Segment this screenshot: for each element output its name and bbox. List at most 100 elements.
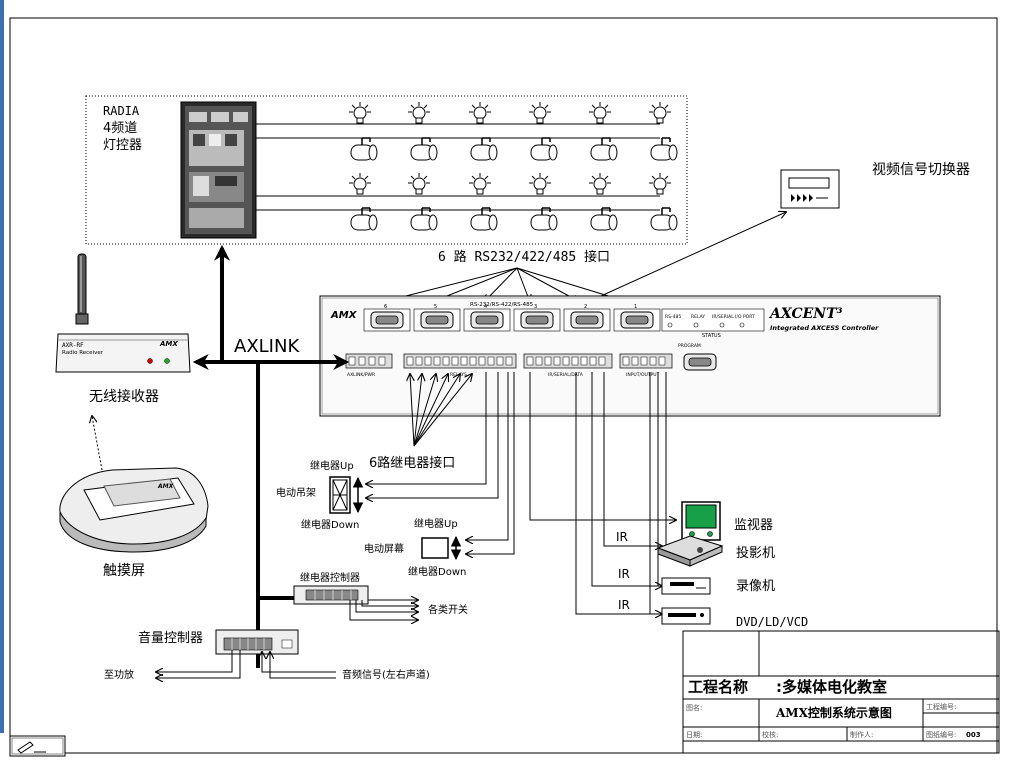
controller-model: AXCENT³ — [768, 306, 843, 322]
relay-interface-label: 6路继电器接口 — [369, 455, 455, 471]
drawing-no-label: 图纸编号: — [926, 730, 956, 739]
ir-label-dvd: IR — [618, 598, 630, 612]
axlink-port-label: AXLINK/PWR — [347, 372, 375, 378]
monitor-wire — [529, 372, 676, 520]
axcent-controller: AMX RS-232/RS-422/RS-485 6 5 4 3 2 1 RS-… — [319, 295, 941, 417]
wireless-link — [92, 416, 103, 471]
radia-channels: 4频道 — [103, 121, 137, 136]
drawing-name-label: 图名: — [686, 703, 702, 712]
drawing-name: AMX控制系统示意图 — [775, 705, 892, 720]
touchpanel-brand: AMX — [157, 483, 174, 490]
touchpanel-caption: 触摸屏 — [103, 563, 145, 579]
rs232-label: 6 路 RS232/422/485 接口 — [438, 249, 610, 265]
port-number-3: 3 — [534, 304, 537, 310]
vcr-wire — [591, 372, 662, 586]
serial-port-icon — [420, 311, 454, 329]
serial-port-icon — [370, 311, 404, 329]
project-label: 工程名称 — [688, 678, 748, 696]
radia-dimmer-device — [180, 101, 257, 239]
monitor-icon — [681, 501, 721, 541]
projector-label: 投影机 — [736, 545, 775, 561]
port-number-5: 5 — [434, 304, 437, 310]
motorized-lift-icon — [329, 476, 351, 514]
axlink-label: AXLINK — [234, 336, 300, 357]
dvd-label: DVD/LD/VCD — [736, 615, 808, 629]
port-number-6: 6 — [384, 304, 387, 310]
ir-port-label: IR/SERIAL/DATA — [548, 372, 584, 378]
screen-name: 电动屏幕 — [364, 542, 404, 555]
volume-label: 音量控制器 — [138, 630, 203, 646]
port-number-2: 2 — [584, 304, 587, 310]
drawing-no: 003 — [966, 731, 981, 739]
audio-inputs — [262, 652, 336, 679]
amplifier-outputs — [156, 650, 241, 678]
status-relay: RELAY — [691, 314, 705, 320]
radia-dimmer-label: 灯控器 — [103, 138, 142, 153]
controller-port-header: RS-232/RS-422/RS-485 — [470, 302, 534, 308]
serial-port-icon — [620, 311, 654, 329]
lift-up-wire — [366, 372, 487, 484]
switcher-link — [600, 212, 786, 297]
screen-relay-up: 继电器Up — [414, 517, 458, 530]
relay-ctrl-label: 继电器控制器 — [300, 571, 360, 584]
switch-outputs — [349, 600, 418, 620]
serial-port-icon — [520, 311, 554, 329]
screen-down-wire — [466, 372, 515, 554]
maker-label: 制作人: — [850, 730, 873, 739]
motorized-screen-icon — [421, 537, 449, 559]
project-no-label: 工程编号: — [926, 702, 956, 711]
screen-relay-down: 继电器Down — [408, 565, 466, 578]
left-edge-bar — [0, 0, 4, 733]
serial-port-icon — [470, 311, 504, 329]
audio-input-label: 音频信号(左右声道) — [342, 668, 430, 681]
date-label: 日期: — [686, 731, 702, 739]
receiver-model: AXR-RF — [62, 342, 84, 349]
serial-port-icon — [570, 311, 604, 329]
radia-title: RADIA — [103, 104, 140, 118]
screen-up-wire — [466, 372, 509, 540]
rf-receiver-device — [55, 253, 191, 373]
terminal-screws — [348, 356, 666, 366]
lift-relay-up: 继电器Up — [310, 459, 354, 472]
video-switcher-label: 视频信号切换器 — [872, 161, 970, 178]
monitor-label: 监视器 — [734, 518, 773, 533]
ir-label-projector: IR — [616, 530, 628, 544]
drawing-border — [9, 17, 998, 754]
volume-controller-device — [215, 629, 299, 655]
receiver-brand: AMX — [159, 340, 178, 348]
checker-label: 校核: — [762, 730, 778, 739]
dvd-player-icon — [661, 607, 711, 625]
lift-down-wire — [366, 372, 499, 498]
port-number-1: 1 — [634, 304, 637, 310]
io-port-label: INPUT/OUTPUT — [626, 372, 660, 378]
lighting-zone — [85, 95, 688, 245]
controller-subtitle: Integrated AXCESS Controller — [770, 324, 879, 332]
amplifier-label: 至功放 — [104, 668, 134, 681]
port-number-4: 4 — [484, 304, 487, 310]
controller-brand: AMX — [330, 310, 358, 321]
status-title: STATUS — [702, 333, 721, 339]
switch-outputs-label: 各类开关 — [428, 603, 468, 616]
pen-icon[interactable] — [9, 735, 66, 757]
relay-fan — [410, 374, 472, 447]
program-port-label: PROGRAM — [678, 343, 701, 349]
status-ir-serial: IR/SERIAL I/O PORT — [712, 314, 755, 320]
lift-name: 电动吊架 — [276, 486, 316, 499]
project-name: :多媒体电化教室 — [776, 678, 887, 696]
program-port-icon — [683, 353, 717, 371]
vcr-label: 录像机 — [736, 579, 775, 594]
relay-controller-device — [293, 585, 369, 605]
receiver-caption: 无线接收器 — [89, 388, 159, 405]
dvd-wire — [575, 372, 662, 614]
lift-relay-down: 继电器Down — [301, 518, 359, 531]
touch-panel-device — [59, 467, 209, 553]
title-block — [682, 630, 1000, 754]
ir-label-vcr: IR — [618, 567, 630, 581]
projector-icon — [656, 535, 724, 567]
projector-wire — [603, 372, 662, 546]
vcr-icon — [661, 577, 711, 595]
receiver-subtitle: Radio Receiver — [62, 350, 104, 356]
status-rs485: RS-485 — [665, 314, 681, 320]
video-switcher-device — [780, 169, 840, 209]
